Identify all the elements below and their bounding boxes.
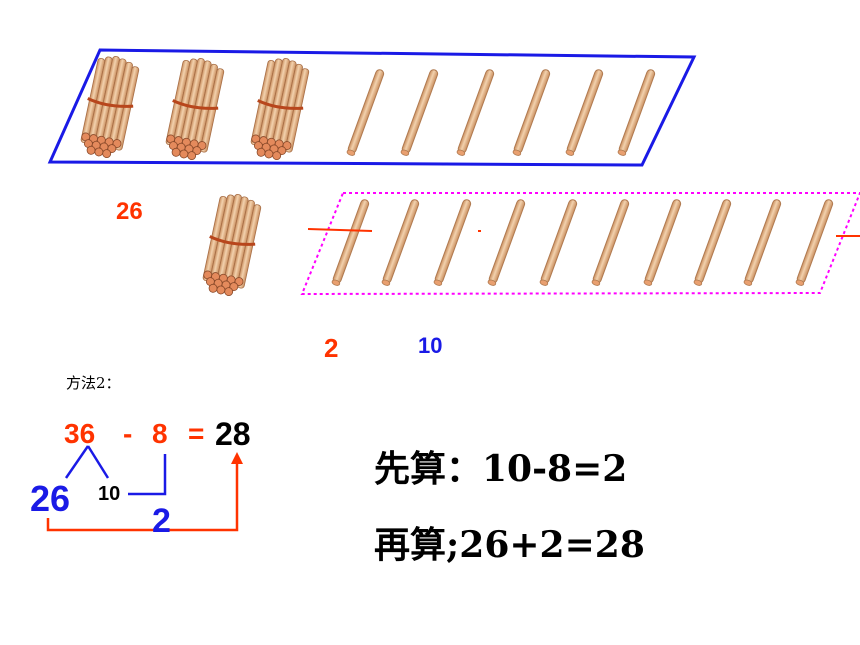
method-label: 方法2： <box>66 374 121 392</box>
top-group-frame <box>47 48 697 167</box>
lower-stick-1 <box>330 198 371 287</box>
partial-result: 2 <box>152 502 171 540</box>
split-value-a: 26 <box>30 478 71 519</box>
equation-b: 8 <box>152 418 168 449</box>
split-value-b: 10 <box>98 483 121 505</box>
bundle-1 <box>75 51 145 163</box>
lower-group-frame <box>300 192 860 296</box>
lower-stick-4 <box>486 198 527 287</box>
cross-out-left <box>307 228 373 232</box>
top-stick-2 <box>399 68 440 157</box>
lower-stick-7 <box>642 198 683 287</box>
bundle-3 <box>245 53 315 165</box>
label-two: 2 <box>324 333 339 363</box>
bracket-ten-to-eight <box>128 454 167 496</box>
top-stick-4 <box>511 68 552 157</box>
top-stick-3 <box>455 68 496 157</box>
equation-equals: = <box>188 418 205 449</box>
step-first: 先算：10-8=2 <box>374 448 628 490</box>
label-ten: 10 <box>418 333 443 358</box>
top-stick-6 <box>616 68 657 157</box>
top-stick-1 <box>345 68 386 157</box>
top-stick-5 <box>564 68 605 157</box>
lower-stick-8 <box>692 198 733 287</box>
label-twenty-six: 26 <box>116 198 143 225</box>
arrow-to-result <box>46 462 239 532</box>
bundle-lower <box>197 189 267 301</box>
lower-stick-2 <box>380 198 421 287</box>
lower-stick-9 <box>742 198 783 287</box>
arrow-head <box>231 452 243 464</box>
split-branch-right <box>86 445 110 479</box>
step-then: 再算;26+2=28 <box>374 524 645 566</box>
equation-result: 28 <box>215 416 251 452</box>
lower-stick-6 <box>590 198 631 287</box>
equation-minus: - <box>123 418 133 449</box>
split-branch-left <box>64 445 90 479</box>
bundle-2 <box>160 53 230 165</box>
equation-a: 36 <box>64 418 96 449</box>
lower-stick-10 <box>794 198 835 287</box>
lower-stick-5 <box>538 198 579 287</box>
lower-stick-3 <box>432 198 473 287</box>
